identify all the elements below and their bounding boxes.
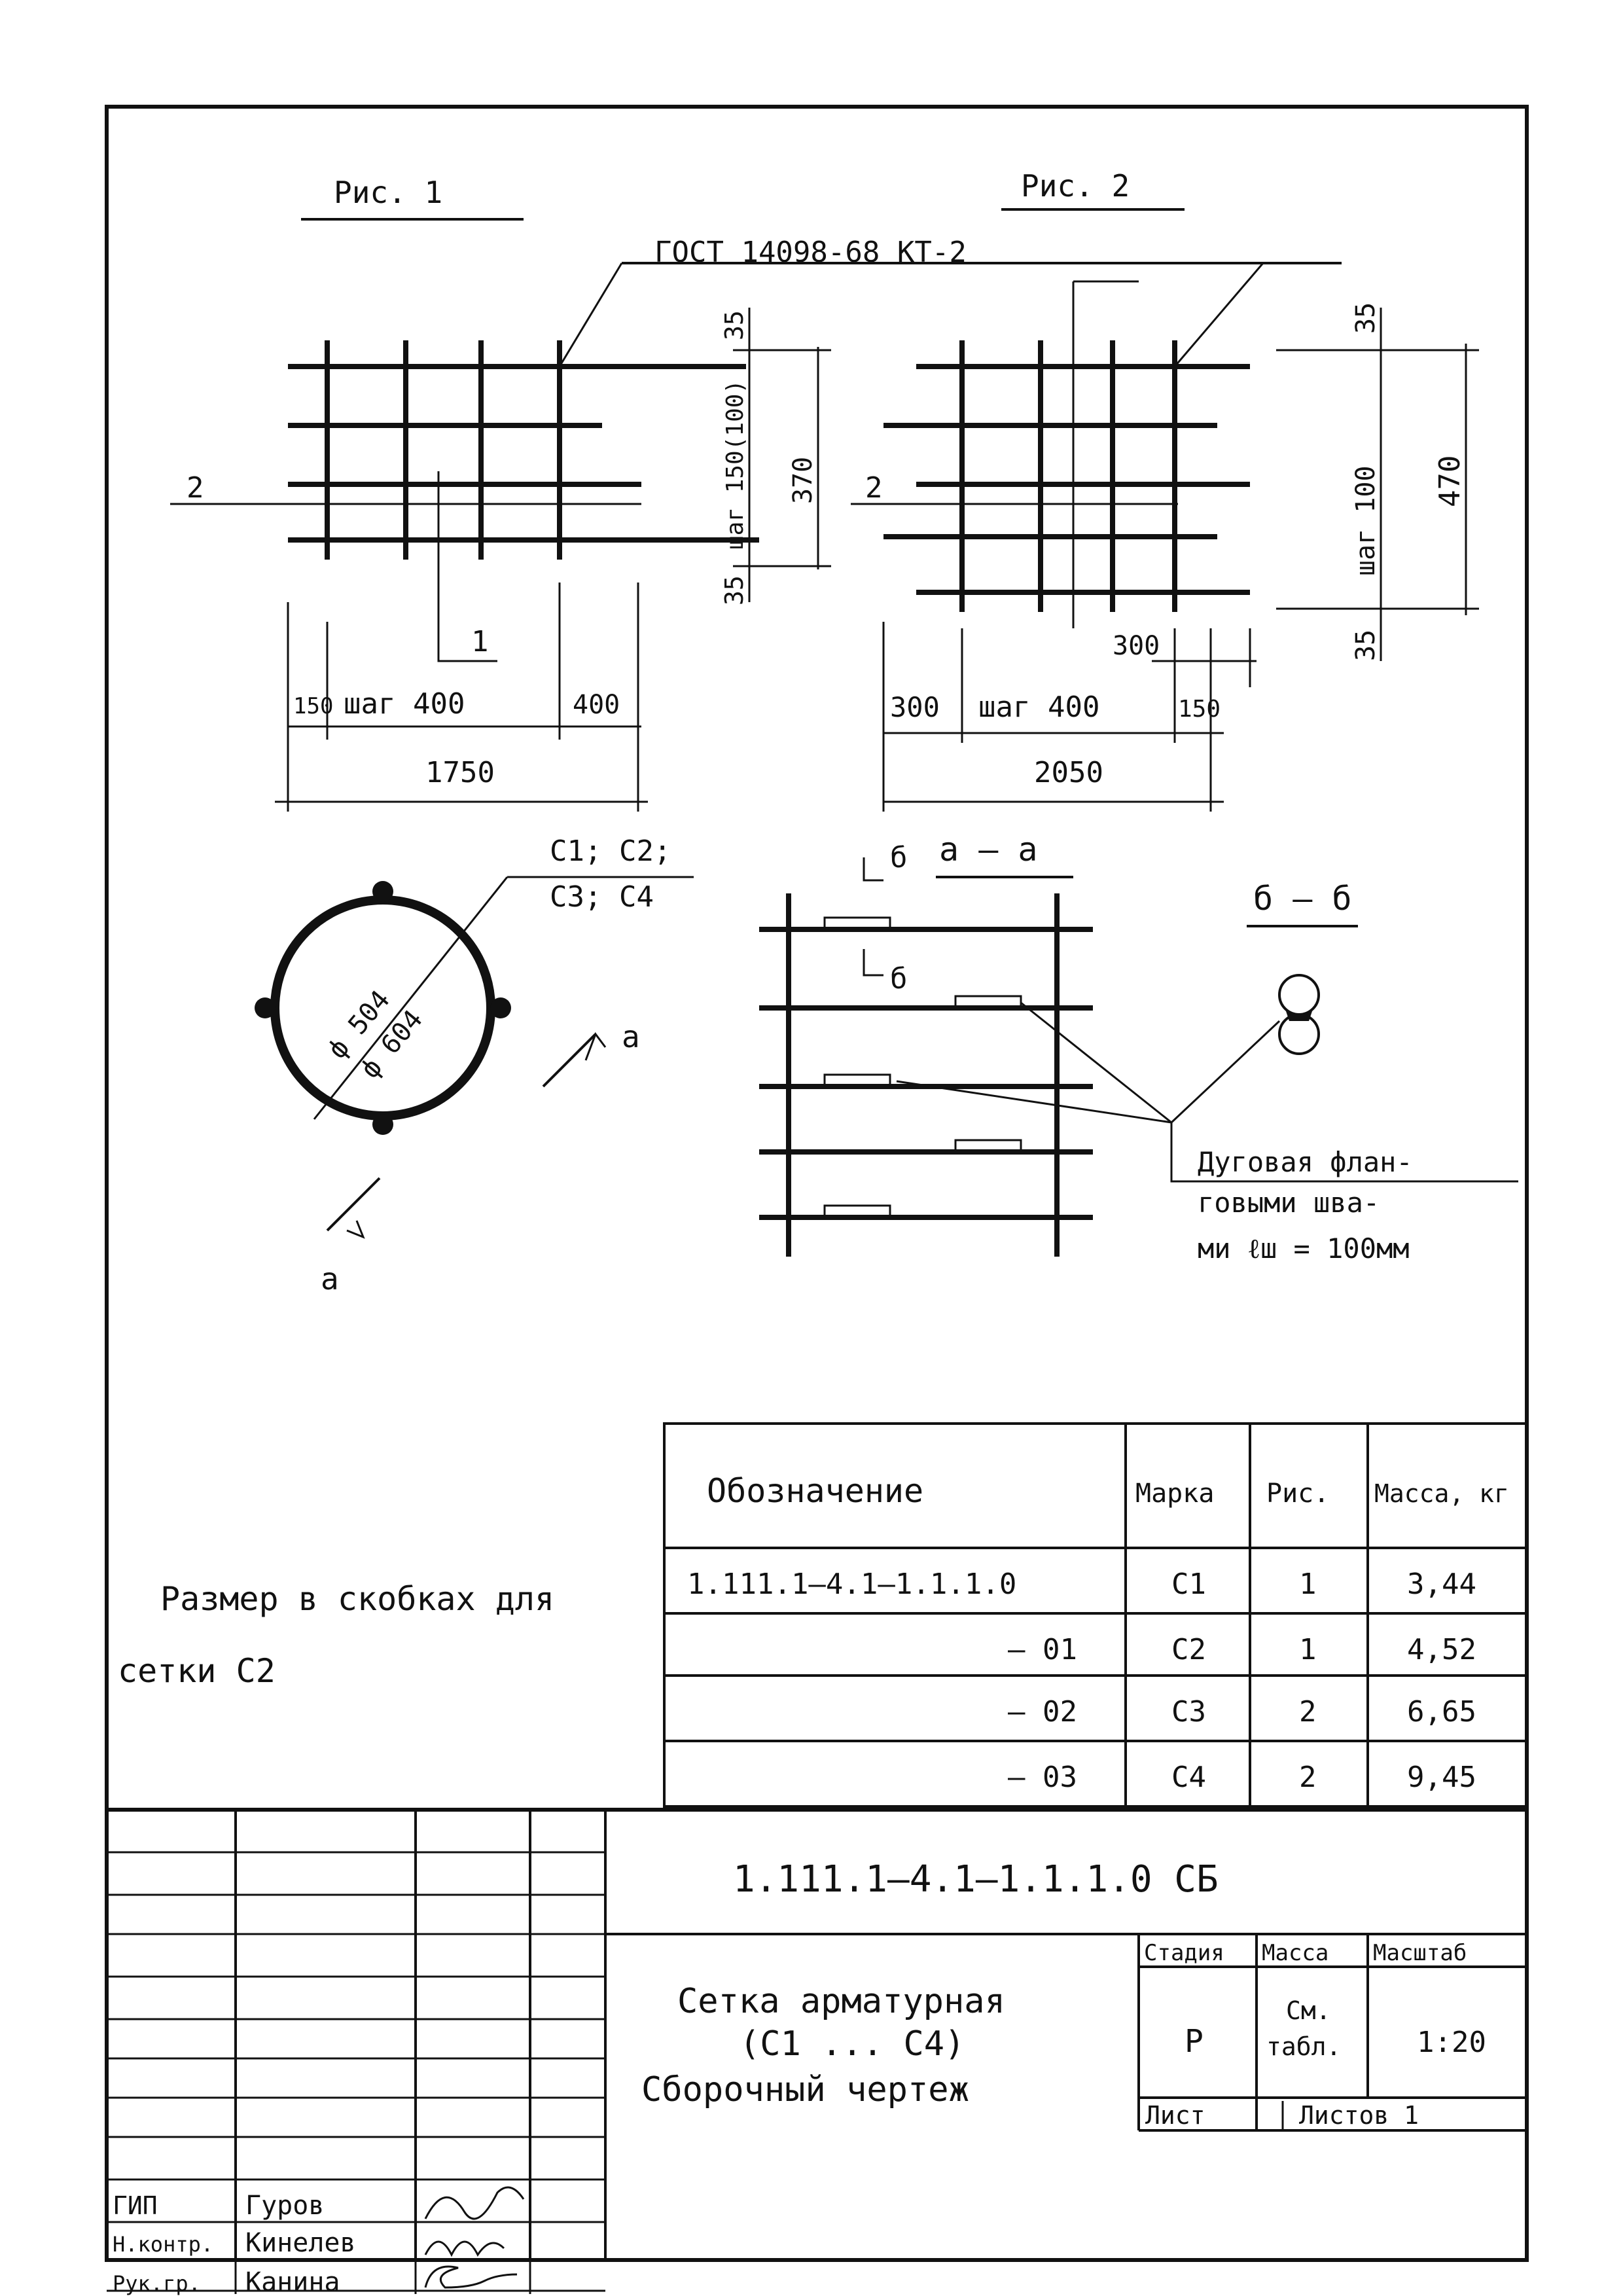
fig2-dim-150: 150	[1178, 696, 1221, 723]
ring-bar-right	[490, 997, 511, 1018]
fig1-dim-step-v: шаг 150(100)	[722, 380, 749, 550]
note-line2: сетки С2	[118, 1652, 276, 1690]
section-bb-title: б – б	[1253, 880, 1352, 918]
spec-row1-mark: С1	[1171, 1568, 1206, 1601]
spec-row1-fig: 1	[1299, 1568, 1317, 1601]
fig1: Рис. 1 ГОСТ 14098-68 КТ-2 2 1 35 шаг 150…	[170, 175, 1342, 812]
spec-row3-mark: С3	[1171, 1695, 1206, 1729]
fig1-dim-step-h: шаг 400	[344, 687, 465, 721]
tb-doc-code: 1.111.1–4.1–1.1.1.0 СБ	[733, 1858, 1219, 1901]
fig2-leader-2: 2	[865, 471, 883, 505]
spec-row4-fig: 2	[1299, 1761, 1317, 1794]
fig2: Рис. 2 2 35 шаг 100 470 35 300	[851, 168, 1479, 812]
fig2-dim-300-right: 300	[1113, 631, 1160, 661]
fig2-dim-470: 470	[1433, 456, 1467, 507]
spec-row4-mass: 9,45	[1407, 1761, 1476, 1794]
tb-sheets: Листов 1	[1299, 2101, 1419, 2130]
fig2-dim-step-v: шаг 100	[1351, 465, 1381, 576]
tb-stage: Р	[1185, 2023, 1204, 2060]
tb-name-line2: (С1 ... С4)	[740, 2024, 965, 2064]
note-weld-line2: говыми шва-	[1198, 1187, 1380, 1219]
section-bb: б – б Дуговая флан- говыми шва- ми ℓш = …	[1198, 880, 1413, 1265]
spec-row2-mark: С2	[1171, 1633, 1206, 1666]
fig1-title: Рис. 1	[334, 175, 442, 210]
section-aa-b-label-1: б	[890, 841, 908, 874]
signature-3	[424, 2265, 518, 2289]
spec-header-designation: Обозначение	[707, 1472, 923, 1510]
section-aa: а – а б б	[759, 831, 1518, 1257]
spec-row3-designation: – 02	[1008, 1695, 1077, 1729]
tb-scale-header: Масштаб	[1373, 1940, 1467, 1966]
section-aa-b-label-2: б	[890, 962, 908, 996]
spec-header-mass: Масса, кг	[1374, 1479, 1509, 1508]
tb-mass-line2: табл.	[1266, 2032, 1341, 2061]
fig1-dim-35-top: 35	[720, 310, 749, 340]
fig1-leader-1: 1	[471, 625, 489, 658]
tb-name-1: Гуров	[245, 2191, 324, 2221]
fig2-dim-35-bottom: 35	[1351, 630, 1381, 661]
spec-table: Обозначение Марка Рис. Масса, кг 1.111.1…	[663, 1422, 1528, 1808]
signature-1	[424, 2186, 525, 2220]
section-mark-a-right: а	[622, 1019, 640, 1054]
fig1-dim-35-bottom: 35	[720, 575, 749, 605]
tb-stage-header: Стадия	[1144, 1940, 1224, 1966]
tb-mass-line1: См.	[1286, 1996, 1331, 2025]
fig1-dim-150: 150	[293, 693, 333, 719]
fig1-dim-400: 400	[573, 690, 620, 720]
section-mark-a-left: а	[321, 1261, 339, 1297]
tb-role-1: ГИП	[113, 2191, 158, 2220]
tb-name-line3: Сборочный чертеж	[641, 2070, 969, 2109]
fig2-title: Рис. 2	[1021, 168, 1130, 204]
note-weld-line3: ми ℓш = 100мм	[1198, 1232, 1410, 1265]
spec-row1-designation: 1.111.1–4.1–1.1.1.0	[687, 1568, 1016, 1601]
spec-header-fig: Рис.	[1266, 1479, 1329, 1509]
ring-bar-top	[372, 881, 393, 902]
ring-marks-1: С1; С2;	[550, 834, 671, 868]
spec-header-mark: Марка	[1135, 1479, 1214, 1509]
fig2-dim-total: 2050	[1034, 756, 1103, 789]
tb-mass-header: Масса	[1262, 1940, 1329, 1966]
spec-row4-designation: – 03	[1008, 1761, 1077, 1794]
fig1-dim-total: 1750	[425, 756, 495, 789]
tb-name-2: Кинелев	[245, 2228, 356, 2258]
ring-marks-2: С3; С4	[550, 880, 654, 914]
tb-scale: 1:20	[1417, 2026, 1486, 2059]
spec-row3-fig: 2	[1299, 1695, 1317, 1729]
spec-row2-designation: – 01	[1008, 1633, 1077, 1666]
fig2-dim-step-h: шаг 400	[978, 691, 1099, 724]
section-aa-title: а – а	[939, 831, 1038, 869]
tb-role-3: Рук.гр.	[113, 2271, 201, 2296]
sheet-frame	[105, 105, 1529, 2262]
spec-row2-mass: 4,52	[1407, 1633, 1476, 1666]
spec-row2-fig: 1	[1299, 1633, 1317, 1666]
ring-bar-bottom	[372, 1114, 393, 1135]
note-weld-line1: Дуговая флан-	[1198, 1146, 1413, 1178]
spec-row1-mass: 3,44	[1407, 1568, 1476, 1601]
spec-row3-mass: 6,65	[1407, 1695, 1476, 1729]
fig1-leader-2: 2	[187, 471, 204, 505]
fig2-dim-35-top: 35	[1351, 302, 1381, 334]
note-line1: Размер в скобках для	[160, 1580, 554, 1618]
tb-role-2: Н.контр.	[113, 2232, 213, 2257]
fig2-dim-300: 300	[890, 691, 940, 723]
tb-sheet: Лист	[1145, 2101, 1205, 2130]
fig1-dim-370: 370	[788, 457, 818, 504]
ring-bar-left	[255, 997, 276, 1018]
tb-name-line1: Сетка арматурная	[677, 1982, 1005, 2021]
ring-section: С1; С2; С3; С4 ф 504 ф 604 а а	[255, 834, 694, 1297]
signature-2	[424, 2240, 505, 2257]
title-block: ГИП Гуров Н.контр. Кинелев Рук.гр. Канин…	[107, 1808, 1527, 2296]
note: Размер в скобках для сетки С2	[118, 1580, 554, 1690]
spec-row4-mark: С4	[1171, 1761, 1206, 1794]
